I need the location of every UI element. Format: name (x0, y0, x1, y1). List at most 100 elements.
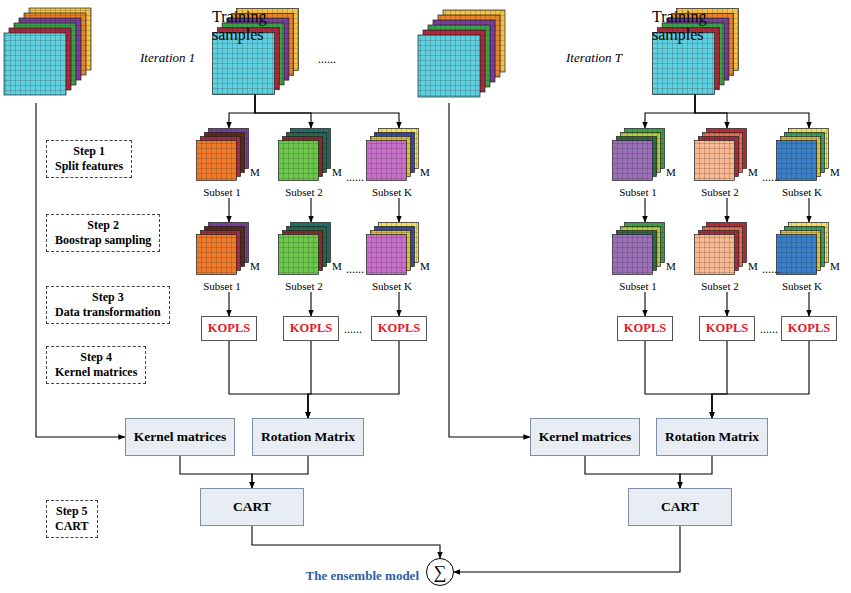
data-cube: Subset 2M (278, 222, 344, 292)
dimension-label: M (830, 260, 840, 272)
cube-figure (278, 128, 331, 181)
cube-layer (197, 141, 237, 181)
cube-figure (366, 128, 419, 181)
process-label: CART (661, 499, 699, 514)
kopls-label: KOPLS (788, 321, 830, 335)
iteration-label: Iteration T (566, 50, 622, 66)
data-cube: Subset 2M (694, 128, 760, 198)
process-box: Rotation Matrix (656, 418, 768, 456)
data-cube: Subset 2M (278, 128, 344, 198)
dimension-label: M (666, 166, 676, 178)
step-name: CART (55, 519, 89, 534)
data-cube: Subset 1M (612, 222, 678, 292)
cube-grid (367, 235, 407, 275)
kopls-label: KOPLS (290, 321, 332, 335)
subset-label: Subset K (366, 280, 418, 292)
connector-arrow (726, 198, 727, 222)
step-number: Step 4 (55, 350, 137, 365)
ellipsis: ...... (762, 262, 780, 277)
training-label: Training samples (212, 8, 267, 43)
subset-label: Subset K (776, 186, 828, 198)
cube-layer (367, 141, 407, 181)
connector-arrow (310, 292, 311, 316)
cube-grid (613, 141, 653, 181)
connector-arrow (255, 94, 311, 128)
cube-grid (418, 35, 480, 97)
connector-arrow (808, 198, 809, 222)
data-cube: Subset 1M (612, 128, 678, 198)
subset-label: Subset 2 (278, 186, 330, 198)
connector-arrow (310, 198, 311, 222)
ellipsis: ...... (318, 52, 336, 67)
subset-label: Subset 1 (196, 280, 248, 292)
connector-arrow (680, 456, 712, 488)
cube-layer (777, 141, 817, 181)
ellipsis: ...... (346, 262, 364, 277)
cube-figure (776, 222, 829, 275)
ellipsis: ...... (344, 322, 362, 337)
data-cube: Training samples (212, 8, 298, 94)
process-label: Rotation Matrix (665, 429, 759, 444)
cube-grid (197, 235, 237, 275)
connector-arrow (252, 526, 440, 558)
sum-circle: The ensemble model∑ (426, 558, 454, 586)
dimension-label: M (420, 260, 430, 272)
process-box: Kernel matrices (530, 418, 641, 456)
sum-symbol: ∑ (434, 563, 447, 581)
ellipsis: ...... (346, 170, 364, 185)
dimension-label: M (420, 166, 430, 178)
connector-arrow (229, 94, 255, 128)
data-cube: Subset 1M (196, 222, 262, 292)
training-label: Training samples (652, 8, 707, 43)
iteration-label: Iteration 1 (140, 50, 195, 66)
kopls-box: KOPLS (781, 316, 837, 341)
input-line (36, 103, 530, 437)
step-name: Boostrap sampling (55, 233, 151, 248)
connector-arrow (644, 292, 645, 316)
connector-arrow (255, 94, 399, 128)
cube-figure (776, 128, 829, 181)
cube-figure (612, 128, 665, 181)
cube-figure (366, 222, 419, 275)
connector-arrow (228, 198, 229, 222)
connector-arrow (229, 341, 308, 418)
connector-arrow (454, 526, 680, 572)
dimension-label: M (250, 260, 260, 272)
cube-layer (197, 235, 237, 275)
subset-label: Subset K (776, 280, 828, 292)
step-name: Data transformation (55, 305, 161, 320)
cube-layer (418, 35, 480, 97)
step-box: Step 4Kernel matrices (46, 346, 146, 384)
process-label: CART (233, 499, 271, 514)
connector-arrow (712, 341, 727, 418)
connector-arrow (398, 292, 399, 316)
dimension-label: M (332, 260, 342, 272)
process-box: CART (200, 488, 304, 526)
dimension-label: M (748, 166, 758, 178)
connector-arrow (398, 198, 399, 222)
data-cube: Subset KM (366, 128, 432, 198)
dimension-label: M (666, 260, 676, 272)
cube-layer (613, 141, 653, 181)
cube-grid (279, 235, 319, 275)
subset-label: Subset 1 (612, 280, 664, 292)
cube-grid (777, 141, 817, 181)
connector-arrow (645, 341, 712, 418)
step-box: Step 3Data transformation (46, 286, 170, 324)
step-number: Step 3 (55, 290, 161, 305)
process-label: Kernel matrices (134, 429, 227, 444)
input-line (449, 103, 530, 437)
subset-label: Subset 1 (612, 186, 664, 198)
connector-arrow (228, 292, 229, 316)
kopls-label: KOPLS (378, 321, 420, 335)
process-label: Kernel matrices (539, 429, 632, 444)
step-number: Step 1 (55, 144, 123, 159)
data-cube: Subset 1M (196, 128, 262, 198)
cube-layer (367, 235, 407, 275)
step-box: Step 2Boostrap sampling (46, 214, 160, 252)
process-label: Rotation Matrix (261, 429, 355, 444)
data-cube: Subset 2M (694, 222, 760, 292)
cube-grid (695, 141, 735, 181)
kopls-box: KOPLS (371, 316, 427, 341)
cube-grid (197, 141, 237, 181)
